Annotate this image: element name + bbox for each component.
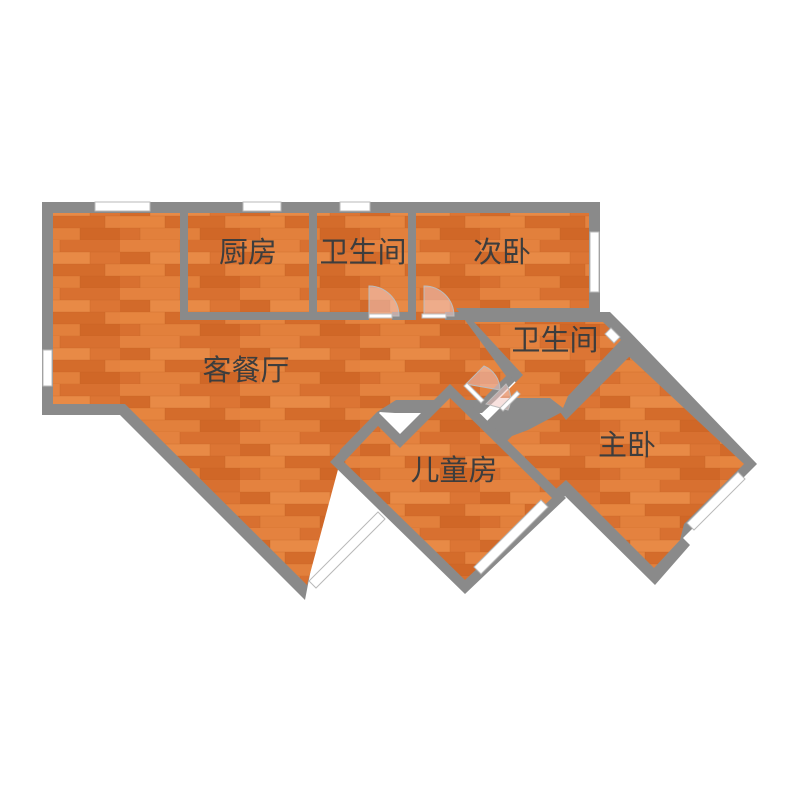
- window-top-bath: [339, 201, 371, 212]
- room-label-second-bedroom: 次卧: [473, 235, 531, 269]
- window-right-bedroom: [589, 231, 600, 293]
- room-label-master-bedroom: 主卧: [598, 428, 656, 462]
- partition-wall-bath-right: [408, 206, 416, 320]
- room-label-bathroom-1: 卫生间: [319, 235, 406, 269]
- room-label-kids-room: 儿童房: [410, 453, 497, 487]
- doors: [368, 285, 521, 412]
- window-master-diagonal: [686, 471, 746, 531]
- window-bath2-small: [604, 327, 621, 344]
- partition-wall-lower: [180, 312, 369, 320]
- window-top-living: [94, 201, 151, 212]
- door-master: [485, 383, 521, 412]
- room-label-living-dining: 客餐厅: [202, 353, 289, 387]
- master-partition: [560, 346, 632, 420]
- room-label-bathroom-2: 卫生间: [511, 323, 598, 357]
- door-second-bedroom: [421, 285, 455, 319]
- partition-wall-kitchen-left: [180, 206, 188, 320]
- partition-wall-lower-2: [392, 312, 416, 320]
- window-top-kitchen: [242, 201, 282, 212]
- door-bathroom-2: [463, 365, 501, 404]
- window-living-diagonal: [308, 511, 386, 589]
- room-label-kitchen: 厨房: [219, 235, 277, 269]
- window-kids-diagonal: [473, 499, 549, 575]
- window-left-living: [42, 349, 53, 387]
- bathroom-2-floor: [474, 322, 621, 408]
- partition-wall-kitchen-right: [309, 206, 317, 320]
- kids-room-floor: [344, 398, 552, 580]
- master-bedroom-floor: [500, 352, 744, 568]
- windows: [42, 201, 746, 589]
- door-bathroom-1: [368, 285, 400, 319]
- room-labels: 客餐厅 厨房 卫生间 次卧 卫生间 主卧 儿童房: [202, 235, 656, 487]
